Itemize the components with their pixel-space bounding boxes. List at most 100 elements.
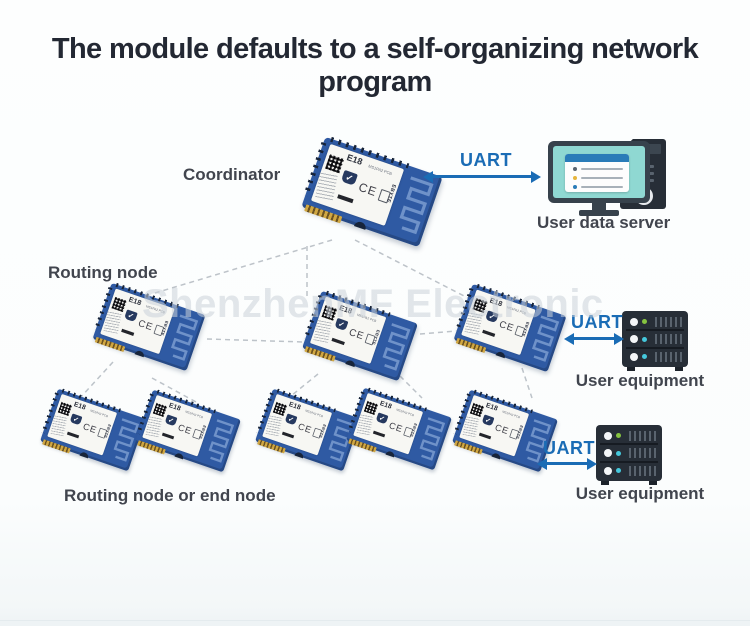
user-equipment-label-1: User equipment [575,371,705,390]
pcb-antenna-icon [382,323,411,371]
pcb-notch [174,452,185,460]
chip-subtitle: MS1PA2 PCB [304,409,324,419]
routing-node-label: Routing node [48,263,158,282]
micro-text-lines [315,171,338,201]
ebyte-logo-icon: ✓ [481,414,495,427]
module-pcb: E18 MS1PA2 PCB ✓ CE EBYTE [92,282,206,372]
barcode-icon [121,328,135,336]
user-data-server-label: User data server [537,213,671,232]
ce-mark: CE [356,179,380,200]
barcode-icon [337,194,354,204]
pcb-antenna-icon [399,176,434,235]
user-data-server-icon [548,137,670,219]
app-window-icon [565,154,629,192]
server-rack-icon-2 [596,425,662,485]
micro-text-lines [462,415,480,438]
pcb-antenna-icon [208,419,235,463]
qr-code-icon [152,402,168,418]
e18-module: E18 MS1PA2 PCB ✓ CE EBYTE [92,282,206,372]
ebyte-logo-icon: ✓ [334,317,349,331]
ebyte-logo-icon: ✓ [485,310,499,324]
module-pcb: E18 MS1PA2 PCB ✓ CE EBYTE [345,387,453,471]
ebyte-logo-icon: ✓ [69,413,83,426]
brand-name: EBYTE [370,329,380,346]
qr-code-icon [469,402,485,418]
micro-text-lines [103,310,122,334]
uart-label-top: UART [460,150,512,170]
ce-mark: CE [296,420,314,436]
chip-name: E18 [73,400,87,412]
brand-name: EBYTE [514,424,524,440]
e18-module: E18 MS1PA2 PCB ✓ CE EBYTE [302,290,418,382]
module-pcb: E18 MS1PA2 PCB ✓ CE EBYTE [302,290,418,382]
barcode-icon [482,329,496,337]
server-rack-icon-1 [622,311,688,371]
e18-module: E18 MS1PA2 PCB ✓ CE EBYTE [453,283,567,373]
module-pcb: E18 MS1PA2 PCB ✓ CE EBYTE [134,389,242,473]
ebyte-logo-icon: ✓ [375,412,389,425]
chip-name: E18 [485,401,499,413]
brand-name: EBYTE [317,423,327,439]
micro-text-lines [313,319,332,343]
brand-name: EBYTE [159,320,169,337]
e18-module: E18 MS1PA2 PCB ✓ CE EBYTE [451,389,559,473]
routing-or-end-node-label: Routing node or end node [64,486,276,505]
ebyte-logo-icon: ✓ [340,169,358,186]
qr-code-icon [321,305,338,321]
e18-module: E18 MS1PA2 PCB ✓ CE EBYTE [134,389,242,473]
pcb-notch [491,452,502,460]
uart-label-bottom: UART [543,438,595,458]
uart-arrow-top-icon [423,170,541,183]
chip-subtitle: MS1PA2 PCB [89,409,109,419]
micro-text-lines [50,414,68,437]
chip-name: E18 [345,152,364,167]
ebyte-logo-icon: ✓ [124,309,138,323]
e18-module: E18 MS1PA2 PCB ✓ CE EBYTE [254,388,362,472]
pcb-notch [345,359,357,368]
e18-module: E18 MS1PA2 PCB ✓ CE EBYTE [301,136,443,248]
uart-arrow-bottom-icon [537,457,597,470]
barcode-icon [161,432,175,440]
e18-module: E18 MS1PA2 PCB ✓ CE EBYTE [345,387,453,471]
uart-label-middle: UART [571,312,623,332]
brand-name: EBYTE [520,321,530,338]
pcb-antenna-icon [419,417,446,461]
chip-subtitle: MS1PA2 PCB [501,410,521,420]
chip-subtitle: MS1PA2 PCB [506,305,527,316]
qr-code-icon [325,154,345,174]
chip-subtitle: MS1PA2 PCB [356,313,377,324]
barcode-icon [478,432,492,440]
qr-code-icon [272,401,288,417]
micro-text-lines [145,415,163,438]
pcb-notch [385,450,396,458]
monitor-icon [548,141,650,203]
module-pcb: E18 MS1PA2 PCB ✓ CE EBYTE [453,283,567,373]
ce-mark: CE [347,326,366,342]
pcb-notch [495,350,507,359]
chip-name: E18 [488,296,504,308]
chip-name: E18 [127,295,143,307]
module-pcb: E18 MS1PA2 PCB ✓ CE EBYTE [254,388,362,472]
ce-mark: CE [497,318,516,334]
chip-name: E18 [168,401,182,413]
micro-text-lines [356,413,374,436]
pcb-notch [134,349,146,358]
barcode-icon [281,431,295,439]
chip-subtitle: MS1PA2 PCB [184,410,204,420]
module-pcb: E18 MS1PA2 PCB ✓ CE EBYTE [451,389,559,473]
bottom-strip [0,620,750,626]
pcb-antenna-icon [525,419,552,463]
e18-module: E18 MS1PA2 PCB ✓ CE EBYTE [39,388,147,472]
chip-subtitle: MS1PA2 PCB [367,164,393,177]
ce-mark: CE [176,421,194,437]
module-pcb: E18 MS1PA2 PCB ✓ CE EBYTE [39,388,147,472]
ce-mark: CE [387,419,405,435]
brand-name: EBYTE [102,423,112,439]
chip-name: E18 [379,399,393,411]
user-equipment-label-2: User equipment [575,484,705,503]
ebyte-logo-icon: ✓ [284,413,298,426]
ce-mark: CE [81,420,99,436]
